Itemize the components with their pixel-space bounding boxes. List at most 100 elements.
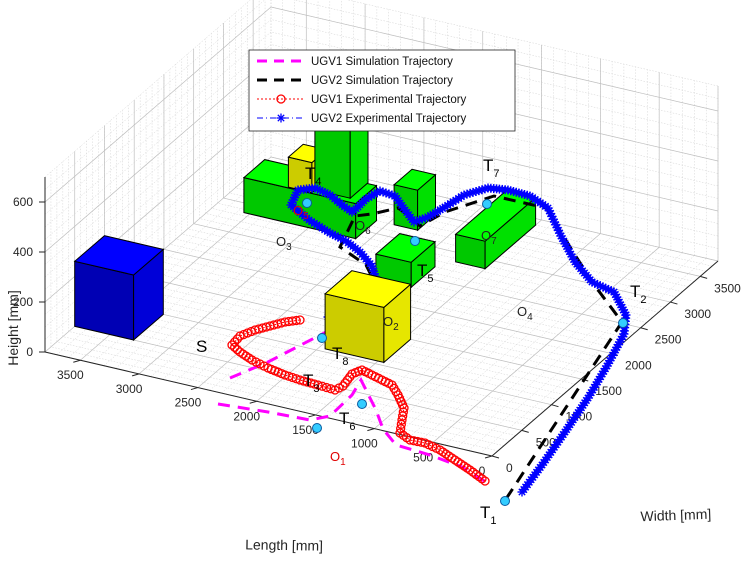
y-tick-label: 0 xyxy=(506,461,513,475)
ugv1-experimental-marker xyxy=(340,378,350,388)
box-face xyxy=(393,168,437,191)
z-axis-label: Height [mm] xyxy=(5,290,21,365)
waypoint-label-base: T xyxy=(417,261,427,280)
box-face xyxy=(324,270,412,308)
ugv1-simulation-trajectory xyxy=(229,328,331,380)
waypoint-label: T2 xyxy=(630,282,647,306)
major-grid-line xyxy=(74,326,522,431)
target-marker xyxy=(312,423,322,433)
waypoint-label: T4 xyxy=(305,164,322,188)
legend-box xyxy=(248,49,516,132)
ugv1-experimental-marker xyxy=(330,385,340,395)
ugv1-experimental-marker xyxy=(326,384,336,394)
floor-grid-line xyxy=(80,320,528,426)
major-grid-line xyxy=(432,247,660,443)
legend-label: UGV2 Simulation Trajectory xyxy=(311,75,453,87)
floor-grid-line xyxy=(92,310,540,416)
x-tick-mark xyxy=(484,455,493,459)
obstacle-label-base: O xyxy=(293,203,303,218)
waypoint-label: T1 xyxy=(480,503,497,527)
ugv1-experimental-marker xyxy=(395,428,405,438)
x-tick-label: 3500 xyxy=(57,368,84,382)
z-tick-label: 200 xyxy=(13,295,33,309)
waypoint-label: T5 xyxy=(417,261,434,285)
wall-grid-line xyxy=(347,0,719,87)
x-tick-label: 1000 xyxy=(351,437,378,451)
major-grid-line xyxy=(374,233,601,429)
box-face xyxy=(374,233,437,263)
waypoint-label-base: T xyxy=(305,164,315,183)
z-tick-label: 400 xyxy=(13,245,33,259)
obstacle-box xyxy=(324,270,412,364)
waypoint-label-sub: 2 xyxy=(640,294,646,306)
y-axis-line xyxy=(491,260,719,457)
legend-swatch-marker xyxy=(276,94,286,104)
obstacle-label-sub: 1 xyxy=(340,457,346,468)
waypoint-label: T6 xyxy=(339,409,356,433)
obstacle-label-sub: 5 xyxy=(303,211,309,222)
waypoint-label: T3 xyxy=(303,371,320,395)
obstacle-label: O5 xyxy=(293,203,309,222)
ugv1-experimental-marker xyxy=(398,407,408,417)
target-marker xyxy=(357,399,367,409)
waypoint-label: T8 xyxy=(332,344,349,368)
waypoint-label-base: T xyxy=(303,371,313,390)
y-tick-label: 3000 xyxy=(684,307,711,321)
waypoint-label-sub: 1 xyxy=(490,515,496,527)
floor-grid-line xyxy=(62,336,510,441)
waypoint-label-base: T xyxy=(339,409,349,428)
floor-grid-line xyxy=(50,346,499,452)
obstacle-label-sub: 6 xyxy=(365,226,371,237)
obstacle-label: O6 xyxy=(355,218,371,237)
y-tick-mark xyxy=(551,404,559,408)
obstacle-label: O3 xyxy=(276,234,292,253)
legend-entry: UGV2 Simulation Trajectory xyxy=(257,75,453,87)
box-face xyxy=(73,235,165,276)
ugv1-experimental-marker xyxy=(295,315,305,325)
waypoint-label-sub: 5 xyxy=(427,273,433,285)
x-tick-mark xyxy=(249,400,257,404)
x-tick-label: 3000 xyxy=(116,382,143,396)
z-tick-label: 600 xyxy=(13,195,33,209)
ugv1-experimental-marker xyxy=(477,474,487,484)
ugv1-experimental-marker xyxy=(227,340,237,350)
ugv1-experimental-marker xyxy=(480,476,490,486)
waypoint-label-sub: 8 xyxy=(342,356,348,368)
waypoint-label-base: T xyxy=(332,344,342,363)
y-tick-mark xyxy=(640,327,648,331)
wall-grid-line xyxy=(293,0,719,99)
ugv1-experimental-marker xyxy=(471,469,481,480)
ugv1-experimental-marker xyxy=(396,424,406,434)
y-tick-mark xyxy=(700,275,708,279)
tick-labels: 0500100015002000250030003500050010001500… xyxy=(13,195,741,478)
x-tick-mark xyxy=(367,428,375,432)
obstacle-label-sub: 3 xyxy=(286,242,292,253)
x-tick-mark xyxy=(308,414,316,418)
ugv1-experimental-marker xyxy=(342,375,353,385)
y-tick-label: 2500 xyxy=(655,333,682,347)
waypoint-label: S xyxy=(196,337,207,356)
y-axis-label: Width [mm] xyxy=(640,506,711,524)
obstacle-label-base: O xyxy=(355,218,365,233)
waypoint-label-base: T xyxy=(480,503,490,522)
x-tick-label: 2500 xyxy=(175,396,202,410)
major-grid-line xyxy=(197,192,425,388)
obstacle-label: O2 xyxy=(383,314,399,333)
ugv1-experimental-marker xyxy=(321,382,332,393)
target-marker xyxy=(317,333,327,343)
y-tick-mark xyxy=(670,301,678,305)
target-marker xyxy=(302,198,312,208)
legend-label: UGV1 Simulation Trajectory xyxy=(311,56,453,68)
x-tick-mark xyxy=(190,387,199,391)
obstacle-box xyxy=(454,190,537,270)
legend-entry: UGV1 Experimental Trajectory xyxy=(257,94,467,106)
obstacle-label-sub: 7 xyxy=(491,236,497,247)
obstacle-label-base: O xyxy=(276,234,286,249)
legend-label: UGV2 Experimental Trajectory xyxy=(311,113,467,125)
ugv1-experimental-marker xyxy=(291,315,301,326)
waypoint-label-sub: 3 xyxy=(313,383,319,395)
waypoint-label: T7 xyxy=(483,156,500,180)
